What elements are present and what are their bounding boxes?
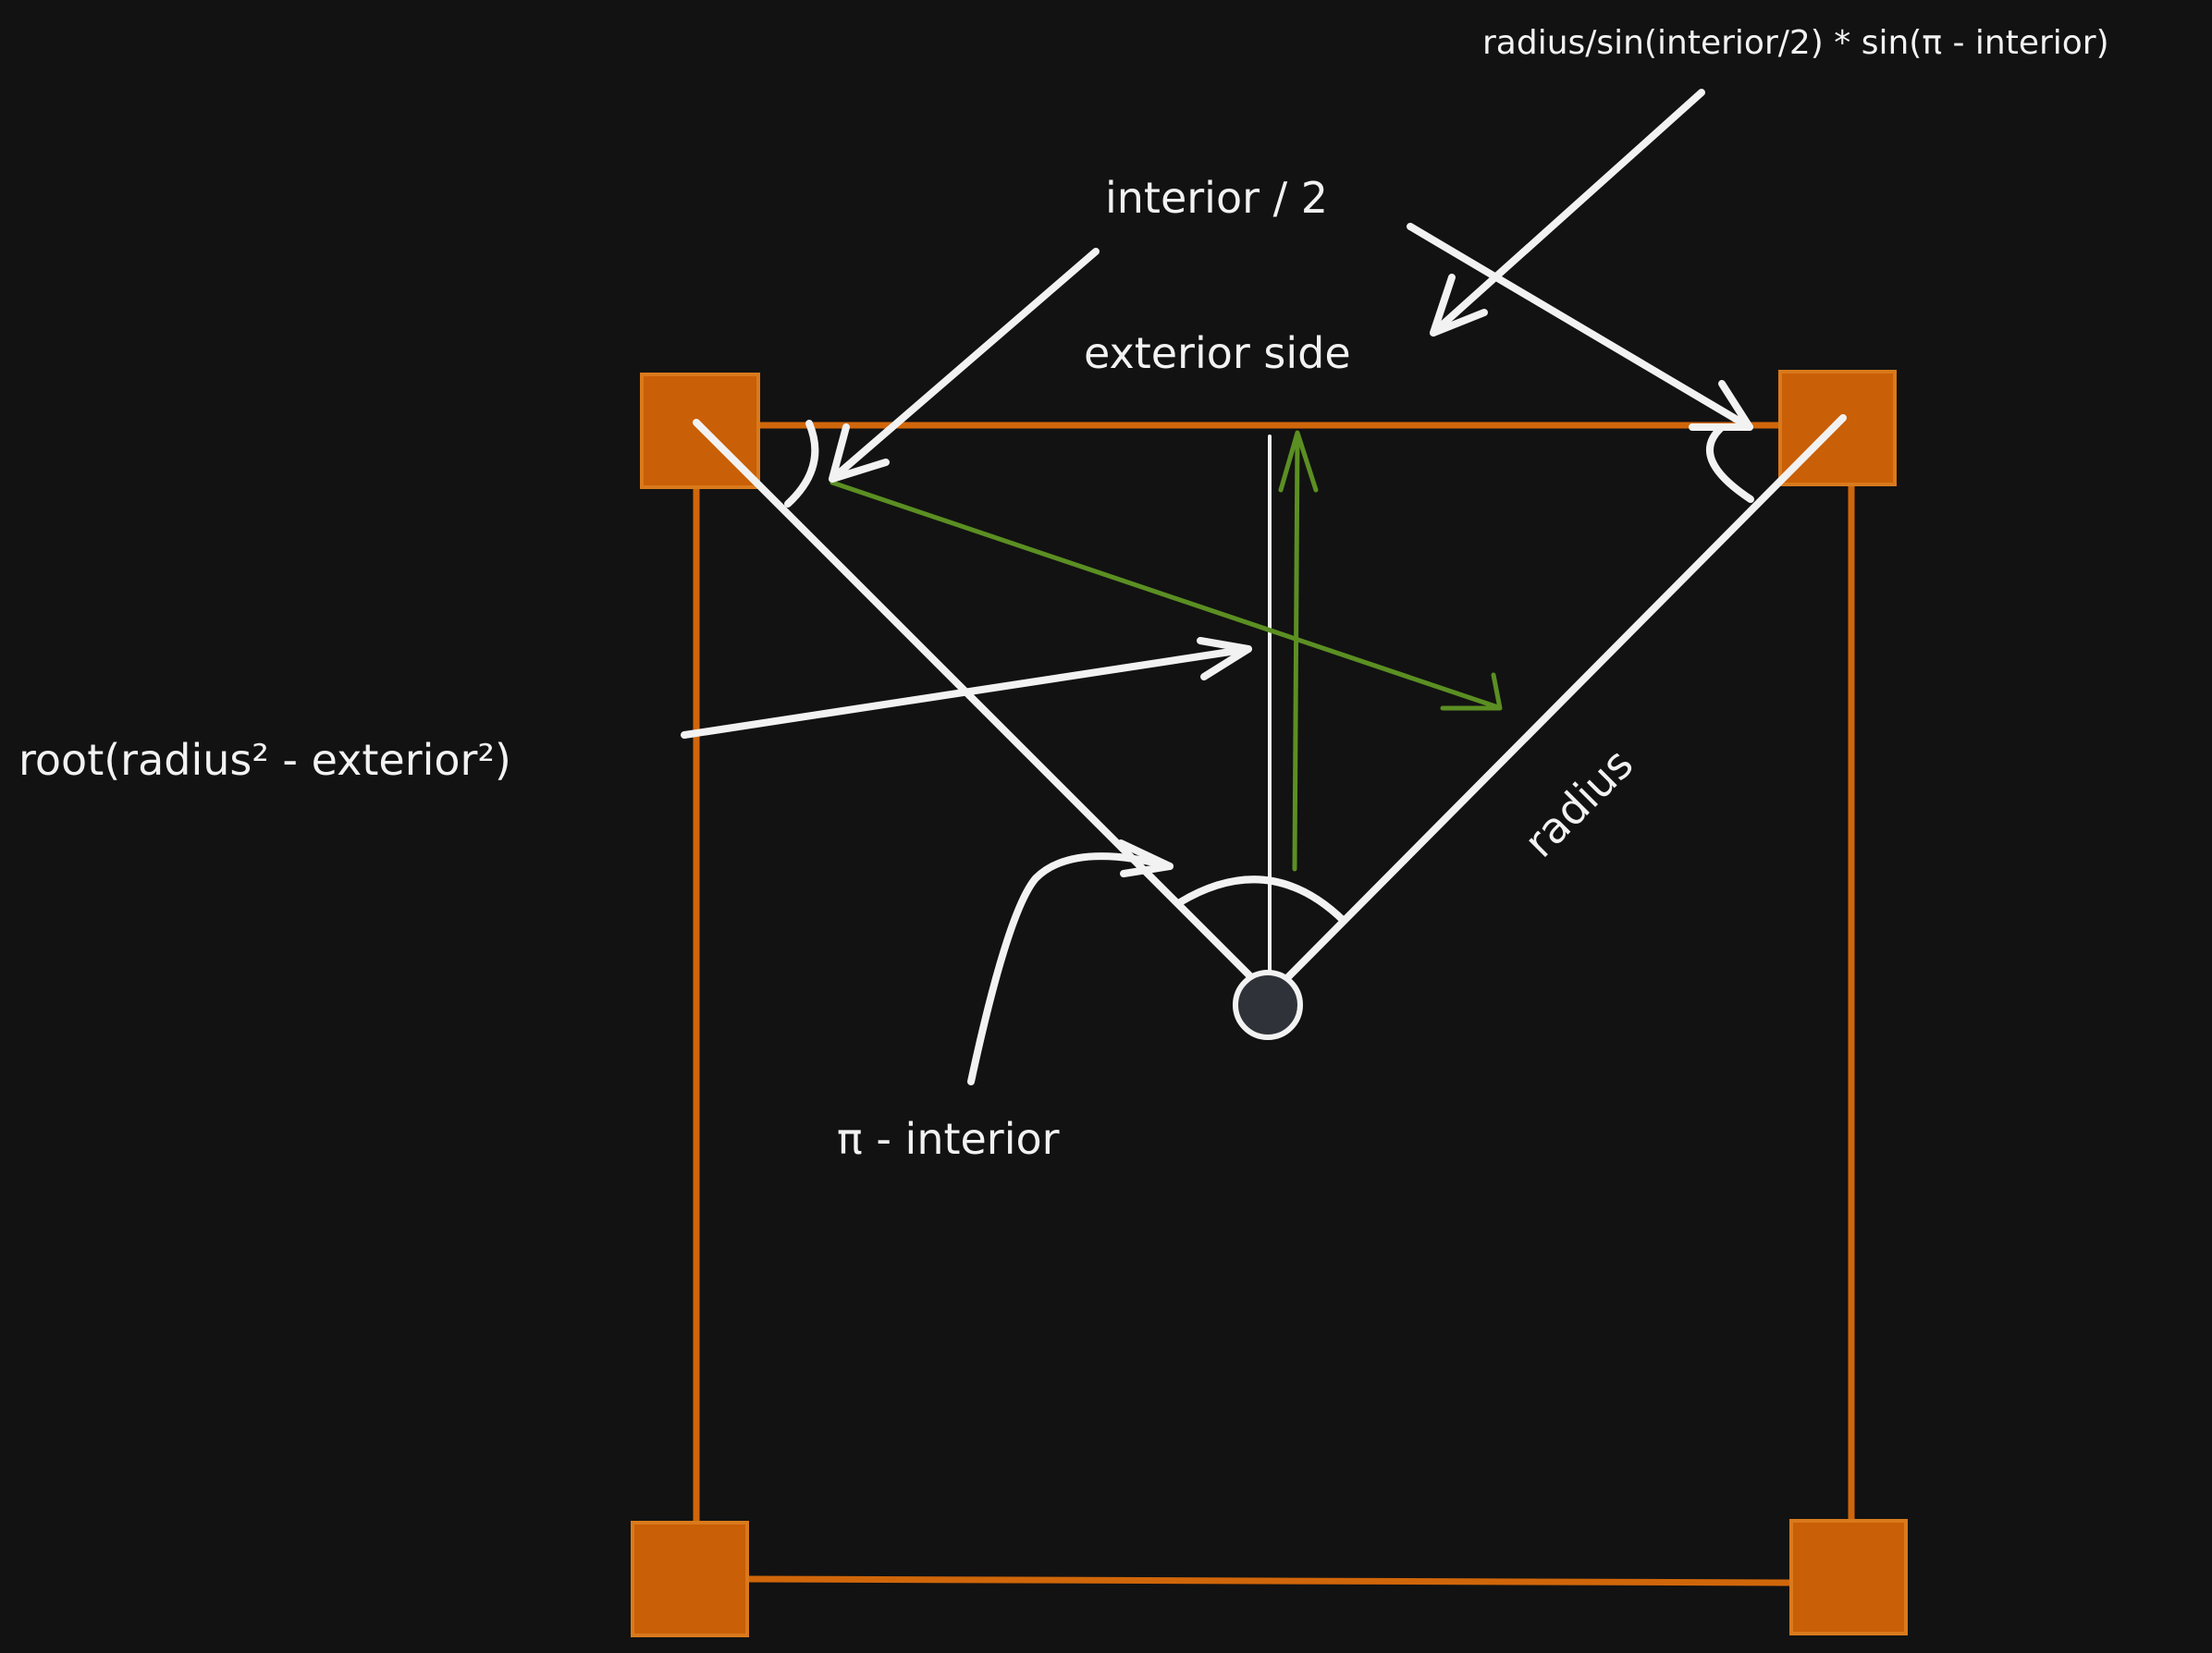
root-arrow-shaft [681, 645, 1252, 739]
radius-label: radius [1515, 739, 1643, 867]
interior-right-arrow-shaft [1407, 223, 1753, 431]
interior-half-label: interior / 2 [1105, 173, 1328, 223]
radius-line-right [1266, 414, 1847, 999]
green-vertical-arrow-shaft [1292, 432, 1300, 872]
vertex-bottom-left [631, 1521, 749, 1637]
formula-label: radius/sin(interior/2) * sin(π - interio… [1482, 24, 2109, 62]
formula-arrow-shaft [1430, 89, 1705, 337]
formula-arrowhead [1430, 274, 1488, 337]
square-outline [693, 422, 1855, 1586]
green-diagonal-arrowhead [1440, 672, 1503, 711]
angle-arc-top-right [1705, 423, 1754, 503]
vertex-bottom-right [1789, 1519, 1908, 1635]
green-vertical-arrowhead [1278, 430, 1319, 493]
angle-arc-center [1176, 875, 1347, 924]
annotation-arrows [681, 89, 1753, 1085]
interior-left-arrow-shaft [829, 248, 1100, 483]
interior-left-arrowhead [829, 423, 890, 483]
pi-interior-arrow-curve [967, 852, 1174, 1085]
root-expression-label: root(radius² - exterior²) [18, 735, 511, 785]
exterior-side-label: exterior side [1084, 328, 1351, 378]
radius-line-left [693, 419, 1273, 999]
interior-right-arrowhead [1689, 380, 1753, 431]
green-diagonal-arrow-shaft [830, 480, 1501, 710]
green-arrows [830, 430, 1503, 872]
pi-minus-interior-label: π - interior [837, 1114, 1060, 1164]
root-arrowhead [1197, 637, 1252, 680]
center-point [1233, 970, 1303, 1040]
pi-interior-arrowhead [1117, 839, 1174, 877]
angle-arc-top-left [784, 420, 819, 508]
square-bottom-edge [743, 1575, 1798, 1586]
